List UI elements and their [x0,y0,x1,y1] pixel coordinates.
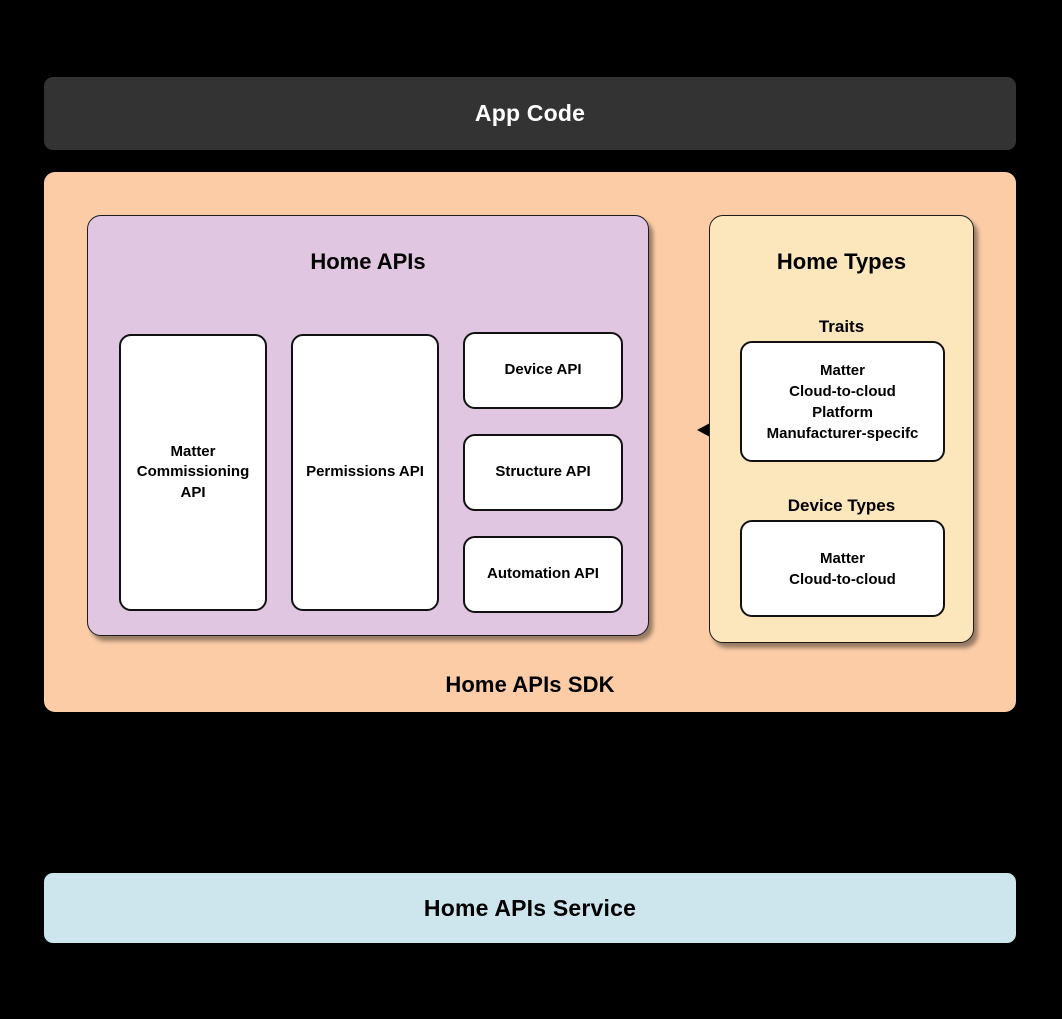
app-code-layer: App Code [44,77,1016,150]
card-structure-api: Structure API [463,434,623,511]
home-types-panel: Home Types Traits Matter Cloud-to-cloud … [709,215,974,643]
app-code-label: App Code [474,100,586,126]
card-matter-commissioning-api: Matter Commissioning API [119,334,267,611]
home-apis-service-layer: Home APIs Service [44,873,1016,943]
card-automation-api: Automation API [463,536,623,613]
card-device-api: Device API [463,332,623,409]
home-apis-panel: Home APIs Matter Commissioning API Permi… [87,215,649,636]
card-device-api-label: Device API [504,361,582,379]
card-traits: Matter Cloud-to-cloud Platform Manufactu… [740,341,945,462]
card-permissions-api: Permissions API [291,334,439,611]
card-device-types: Matter Cloud-to-cloud [740,520,945,617]
card-automation-api-label: Automation API [487,565,599,583]
home-apis-panel-title: Home APIs [310,249,426,274]
home-apis-sdk-container: Home APIs Matter Commissioning API Permi… [44,172,1016,712]
card-structure-api-label: Structure API [495,463,591,481]
card-traits-label: Matter Cloud-to-cloud Platform Manufactu… [766,361,919,442]
home-apis-service-label: Home APIs Service [423,894,637,921]
card-device-types-label: Matter Cloud-to-cloud [789,549,896,588]
home-types-panel-title: Home Types [776,249,907,274]
card-matter-commissioning-api-label: Matter Commissioning API [136,443,250,501]
traits-section-title: Traits [818,317,865,336]
device-types-section-title: Device Types [787,496,896,515]
home-apis-sdk-label: Home APIs SDK [445,672,615,697]
card-permissions-api-label: Permissions API [306,463,424,481]
